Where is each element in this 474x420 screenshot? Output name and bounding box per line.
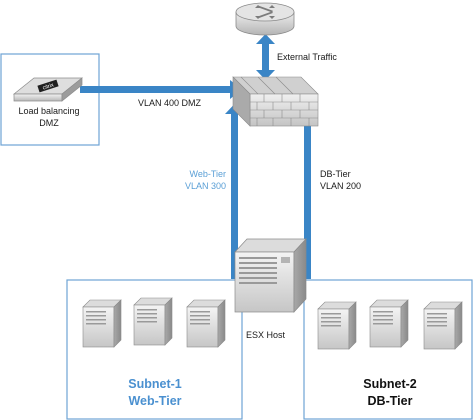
device-brand: citrix — [42, 82, 55, 91]
db-tier-label-line2: VLAN 200 — [320, 181, 362, 191]
load-balancer-icon: citrix — [13, 77, 83, 102]
web-tier-label-line2: VLAN 300 — [184, 181, 226, 191]
vlan-dmz-label: VLAN 400 DMZ — [138, 98, 202, 108]
load-balancing-label-line1: Load balancing — [18, 106, 80, 116]
subnet-2-box — [303, 279, 473, 420]
subnet-2-title: Subnet-2 DB-Tier — [347, 376, 433, 410]
subnet-1-title-line2: Web-Tier — [128, 394, 182, 408]
dmz-box — [0, 53, 100, 146]
external-traffic-label: External Traffic — [277, 52, 337, 62]
firewall-icon — [232, 76, 319, 127]
server-icon — [133, 297, 173, 346]
subnet-1-box — [66, 279, 243, 420]
external-traffic-arrow — [256, 34, 275, 80]
subnet-1-title-line1: Subnet-1 — [128, 377, 182, 391]
server-icon — [423, 301, 463, 350]
subnet-2-title-line2: DB-Tier — [367, 394, 413, 408]
web-tier-label-line1: Web-Tier — [189, 169, 226, 179]
subnet-1-title: Subnet-1 Web-Tier — [112, 376, 198, 410]
esx-host-server-icon — [234, 238, 307, 313]
load-balancing-label: Load balancing DMZ — [13, 105, 85, 129]
web-tier-vlan-label: Web-Tier VLAN 300 — [181, 168, 226, 192]
server-icon — [317, 301, 357, 350]
esx-host-label: ESX Host — [246, 330, 286, 340]
server-icon — [82, 299, 122, 348]
subnet-2-title-line1: Subnet-2 — [363, 377, 417, 391]
server-icon — [186, 299, 226, 348]
server-icon — [369, 299, 409, 348]
load-balancing-label-line2: DMZ — [39, 118, 59, 128]
db-tier-vlan-label: DB-Tier VLAN 200 — [320, 168, 361, 192]
router-icon — [235, 2, 295, 36]
db-tier-label-line1: DB-Tier — [320, 169, 351, 179]
